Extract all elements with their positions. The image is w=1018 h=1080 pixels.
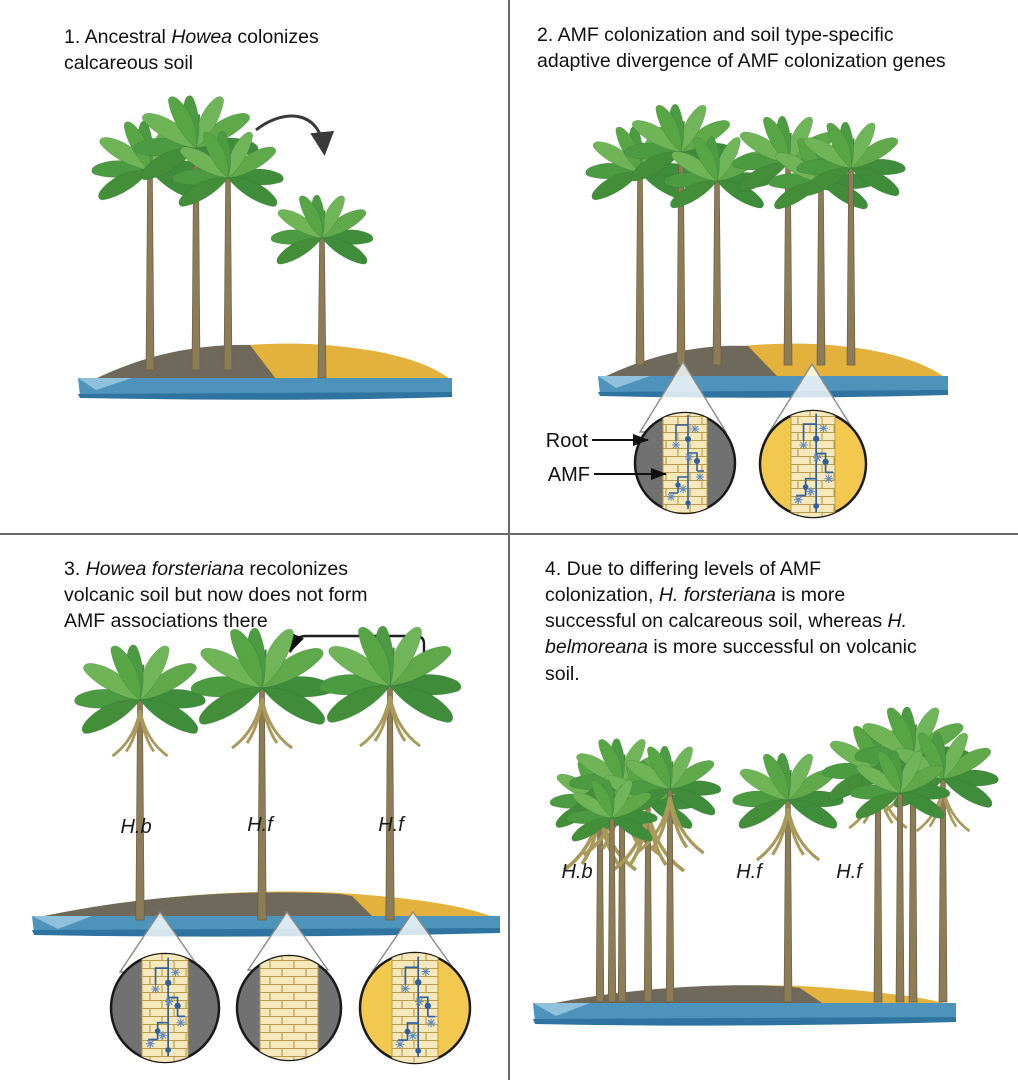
water-highlight — [32, 916, 92, 929]
palm-label-hb: H.b — [561, 861, 592, 883]
water-highlight — [533, 1003, 590, 1016]
volcanic-soil-area — [545, 985, 825, 1005]
palm-label-hf: H.f — [378, 814, 406, 836]
panel-divider-horizontal — [0, 533, 1018, 535]
inset-volcanic-amf — [633, 411, 737, 515]
panel4-hf-single — [732, 751, 844, 1003]
palm-hf — [190, 625, 334, 921]
panel1-island — [78, 343, 452, 400]
water-highlight — [598, 376, 650, 388]
colonization-arrow-icon — [255, 114, 335, 156]
panel4-hf-cluster — [822, 704, 999, 1003]
panel1-colonist-palm — [270, 193, 373, 379]
inset-hf-calcareous-amf — [358, 951, 472, 1065]
water-shadow — [78, 392, 452, 400]
panel2-palm-grove — [585, 102, 906, 366]
palm-hf — [318, 623, 462, 921]
panel3-scene: H.b H.f H.f — [32, 623, 500, 1065]
panel-divider-vertical — [508, 0, 510, 1080]
panel1-scene — [78, 93, 452, 400]
amf-label: AMF — [548, 464, 590, 486]
volcanic-soil-area — [600, 345, 780, 379]
inset-calcareous-amf — [758, 409, 868, 519]
palm-hb — [74, 642, 207, 921]
panel3-palms — [74, 623, 462, 921]
volcanic-soil-area — [35, 892, 374, 918]
panel2-scene: Root AMF — [546, 102, 948, 519]
panel2-island — [598, 343, 948, 398]
inset-hb-volcanic-amf — [109, 952, 221, 1064]
volcanic-soil-area — [95, 344, 276, 379]
palm-label-hf: H.f — [836, 861, 864, 883]
root-label: Root — [546, 430, 589, 452]
water-shadow — [533, 1017, 956, 1026]
panel2-title: 2. AMF colonization and soil type-specif… — [537, 24, 946, 73]
panel4-scene: H.b H.f H.f — [533, 704, 999, 1026]
palm-label-hb: H.b — [120, 816, 151, 838]
water-highlight — [78, 378, 132, 390]
palm-label-hf: H.f — [736, 861, 764, 883]
panel1-palm-cluster — [91, 93, 284, 371]
palm-label-hf: H.f — [247, 814, 275, 836]
panel4-hb-cluster — [549, 736, 721, 1003]
inset-hf-volcanic-noamf — [235, 954, 343, 1062]
